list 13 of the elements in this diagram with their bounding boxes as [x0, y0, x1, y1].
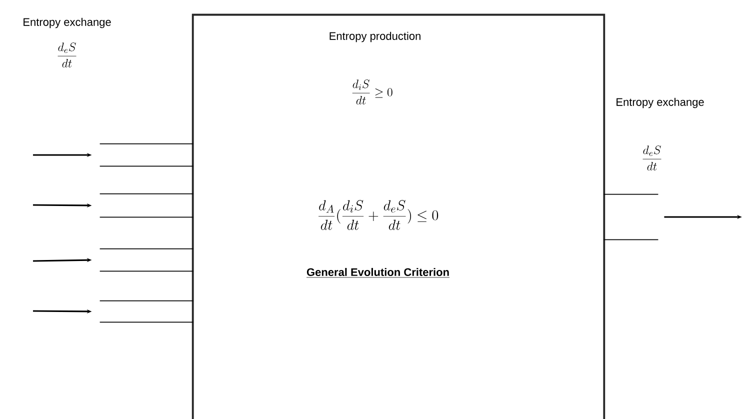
formula: $\frac{d_i S}{dt} \geq 0$ — [352, 80, 392, 104]
channel — [99, 143, 194, 167]
label: Entropy exchange — [616, 98, 704, 108]
channel — [99, 300, 194, 323]
formula: $\frac{d_A}{dt}(\frac{d_i S}{dt} + \frac{d_e S}{dt}) \leq 0$ — [318, 200, 438, 230]
label: Entropy exchange — [24, 18, 111, 28]
channel — [99, 248, 194, 272]
formula: $\frac{d_e S}{dt}$ — [642, 146, 662, 170]
formula: $\frac{d_e S}{dt}$ — [58, 42, 76, 68]
heading: General Evolution Criterion — [306, 268, 450, 278]
channel — [99, 193, 194, 218]
box-title: Entropy production — [330, 32, 420, 42]
channel — [603, 194, 659, 240]
